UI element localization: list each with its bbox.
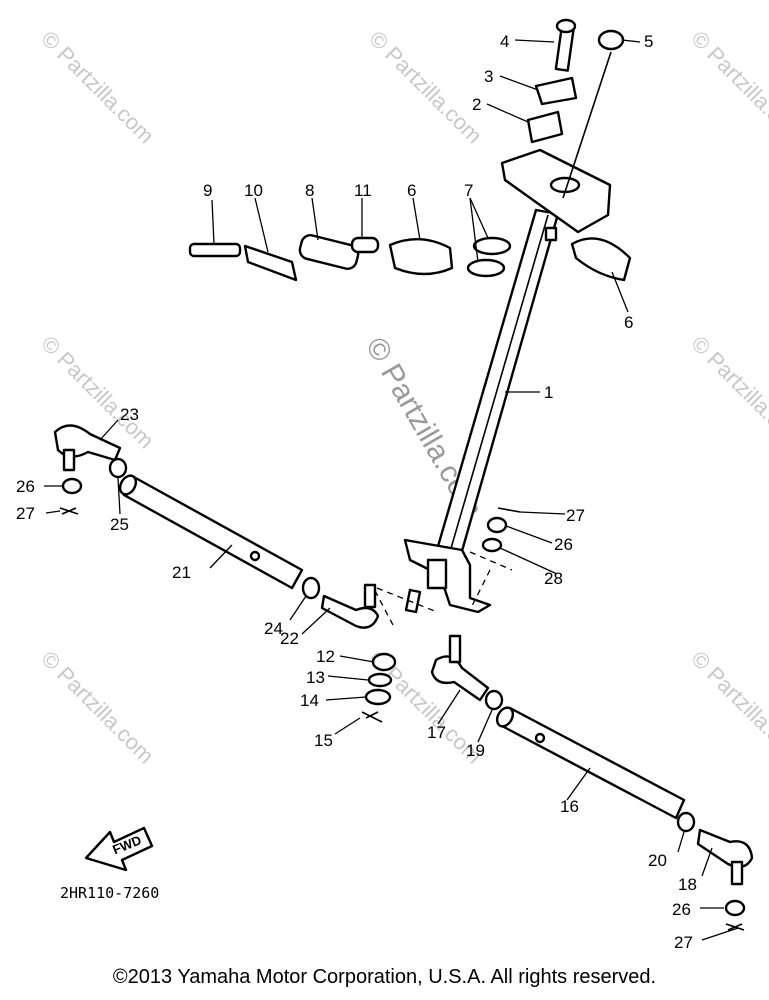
callout-25: 25 xyxy=(110,515,129,534)
callout-3: 3 xyxy=(484,67,493,86)
fwd-arrow: FWD xyxy=(84,826,154,872)
callout-6-upper: 6 xyxy=(407,181,416,200)
watermark: © Partzilla.com xyxy=(36,646,159,769)
bushing-set xyxy=(188,234,632,282)
callout-4: 4 xyxy=(500,32,509,51)
callout-26-left: 26 xyxy=(16,477,35,496)
right-tie-rod xyxy=(430,634,754,931)
callout-27-left: 27 xyxy=(16,504,35,523)
callout-12: 12 xyxy=(316,647,335,666)
callout-5: 5 xyxy=(644,32,653,51)
diagram-code: 2HR110-7260 xyxy=(60,884,159,902)
callout-15: 15 xyxy=(314,731,333,750)
steering-column xyxy=(371,148,612,626)
leader-lines xyxy=(44,39,739,941)
callout-16: 16 xyxy=(560,797,579,816)
watermark: © Partzilla.com xyxy=(364,26,487,149)
callout-8: 8 xyxy=(305,181,314,200)
callout-21: 21 xyxy=(172,563,191,582)
callout-20: 20 xyxy=(648,851,667,870)
callout-26-mid: 26 xyxy=(554,535,573,554)
callout-26-right: 26 xyxy=(672,900,691,919)
callout-17: 17 xyxy=(427,723,446,742)
callout-28: 28 xyxy=(544,569,563,588)
callout-27-right: 27 xyxy=(674,933,693,952)
handlebar-holders xyxy=(526,18,625,199)
callout-23: 23 xyxy=(120,405,139,424)
callout-14: 14 xyxy=(300,691,319,710)
callout-18: 18 xyxy=(678,875,697,894)
watermark: © Partzilla.com xyxy=(686,26,769,149)
callout-7: 7 xyxy=(464,181,473,200)
callout-24: 24 xyxy=(264,619,283,638)
watermark: © Partzilla.com xyxy=(686,646,769,769)
watermarks: © Partzilla.com © Partzilla.com © Partzi… xyxy=(36,26,769,769)
watermark: © Partzilla.com xyxy=(686,331,769,454)
left-tie-rod xyxy=(53,424,380,629)
callout-10: 10 xyxy=(244,181,263,200)
callouts: 4 5 3 2 9 10 8 11 6 7 6 1 23 26 27 25 21… xyxy=(16,32,697,952)
callout-11: 11 xyxy=(354,181,372,200)
callout-27-mid: 27 xyxy=(566,506,585,525)
callout-13: 13 xyxy=(306,668,325,687)
callout-9: 9 xyxy=(203,181,212,200)
copyright-notice: ©2013 Yamaha Motor Corporation, U.S.A. A… xyxy=(112,966,657,988)
callout-6-lower: 6 xyxy=(624,313,633,332)
callout-2: 2 xyxy=(472,95,481,114)
callout-19: 19 xyxy=(466,741,485,760)
watermark: © Partzilla.com xyxy=(36,26,159,149)
lower-hardware xyxy=(361,507,521,723)
callout-22: 22 xyxy=(280,629,299,648)
callout-1: 1 xyxy=(544,383,553,402)
